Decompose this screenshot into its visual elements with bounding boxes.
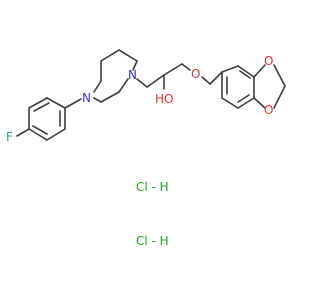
piperazine-nitrogen-left-label: N: [82, 91, 91, 105]
c-f-bond: [16, 128, 30, 137]
dioxole-ring: [253, 64, 286, 109]
aryl-n-bond: [64, 98, 82, 109]
piperazine-nitrogen-right-label: N: [128, 68, 137, 82]
hydroxyl-label: HO: [155, 92, 173, 106]
fluorophenyl-ring: [28, 97, 66, 141]
structure-diagram: F N N HO O O O Cl - H Cl - H: [6, 49, 286, 248]
fluorine-label: F: [6, 130, 13, 144]
ether-oxygen-label: O: [191, 67, 200, 81]
molecule-drawing: F N N HO O O O Cl - H Cl - H: [6, 49, 286, 248]
hydrochloride-label-1: Cl - H: [136, 180, 169, 194]
dioxole-oxygen-top-label: O: [264, 54, 273, 68]
hydrochloride-label-2: Cl - H: [136, 234, 169, 248]
propanol-chain: [136, 63, 223, 90]
dioxole-oxygen-bottom-label: O: [264, 103, 273, 117]
piperazine-ring: [93, 49, 138, 103]
benzodioxole-ring: [221, 65, 255, 109]
